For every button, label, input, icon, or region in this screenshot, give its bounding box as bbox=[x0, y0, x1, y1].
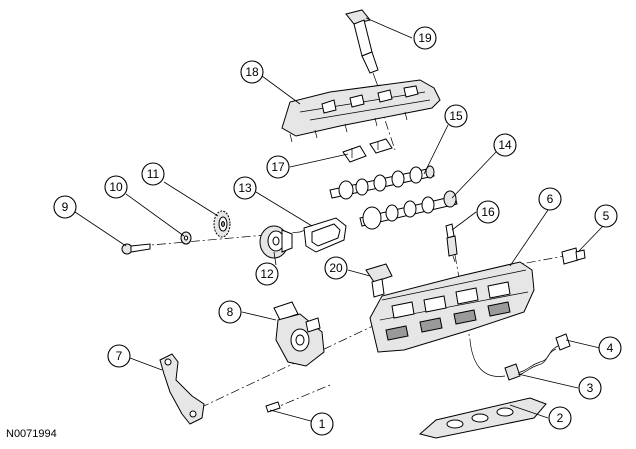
callout-label: 8 bbox=[227, 305, 234, 319]
callout-3: 3 bbox=[578, 376, 602, 400]
callout-20: 20 bbox=[324, 256, 348, 280]
part-temp-sensor bbox=[561, 247, 586, 265]
callout-label: 7 bbox=[116, 349, 123, 363]
callout-label: 2 bbox=[557, 411, 564, 425]
callout-label: 11 bbox=[147, 167, 160, 181]
callout-label: 4 bbox=[607, 341, 614, 355]
part-sensor bbox=[365, 263, 393, 298]
callout-label: 15 bbox=[449, 109, 463, 123]
part-valve-cover bbox=[281, 79, 441, 143]
part-timing-chain bbox=[303, 217, 347, 253]
callout-label: 10 bbox=[109, 180, 123, 194]
callout-label: 5 bbox=[603, 209, 610, 223]
part-vct-unit bbox=[259, 225, 293, 259]
part-sprocket bbox=[213, 210, 231, 238]
callout-1: 1 bbox=[310, 412, 334, 436]
callout-label: 13 bbox=[238, 181, 252, 195]
callout-7: 7 bbox=[107, 344, 131, 368]
callout-19: 19 bbox=[413, 26, 437, 50]
callout-label: 1 bbox=[319, 417, 326, 431]
callout-8: 8 bbox=[218, 300, 242, 324]
callout-label: 9 bbox=[62, 200, 69, 214]
part-washer bbox=[180, 231, 192, 245]
part-camshaft-upper bbox=[329, 165, 435, 200]
callout-label: 20 bbox=[329, 261, 343, 275]
part-camshaft-lower bbox=[359, 190, 458, 230]
callout-12: 12 bbox=[255, 262, 279, 286]
callout-5: 5 bbox=[594, 204, 618, 228]
callout-9: 9 bbox=[53, 195, 77, 219]
callout-label: 12 bbox=[260, 267, 274, 281]
callout-label: 18 bbox=[245, 65, 259, 79]
callout-15: 15 bbox=[444, 104, 468, 128]
callout-16: 16 bbox=[476, 200, 500, 224]
callout-14: 14 bbox=[493, 133, 517, 157]
part-knock-sensor bbox=[511, 333, 571, 378]
part-head-gasket bbox=[418, 397, 547, 439]
callout-6: 6 bbox=[538, 187, 562, 211]
callout-13: 13 bbox=[233, 176, 257, 200]
part-spark-plug bbox=[445, 223, 458, 263]
callout-4: 4 bbox=[598, 336, 622, 360]
callout-17: 17 bbox=[266, 155, 290, 179]
callout-10: 10 bbox=[104, 175, 128, 199]
callout-11: 11 bbox=[141, 162, 165, 186]
callout-label: 6 bbox=[547, 192, 554, 206]
callout-label: 16 bbox=[481, 205, 495, 219]
part-cylinder-head bbox=[369, 261, 535, 353]
callout-label: 17 bbox=[271, 160, 285, 174]
part-connector bbox=[469, 339, 521, 381]
part-solenoid-housing bbox=[273, 301, 325, 367]
callout-18: 18 bbox=[240, 60, 264, 84]
callout-label: 19 bbox=[418, 31, 432, 45]
part-bearing-caps bbox=[342, 138, 393, 163]
callout-2: 2 bbox=[548, 406, 572, 430]
callout-label: 14 bbox=[498, 138, 512, 152]
callout-label: 3 bbox=[587, 381, 594, 395]
part-bracket bbox=[159, 353, 205, 425]
part-dowel-pin bbox=[265, 401, 281, 413]
part-bolt bbox=[121, 243, 151, 255]
reference-code: N0071994 bbox=[6, 428, 57, 440]
